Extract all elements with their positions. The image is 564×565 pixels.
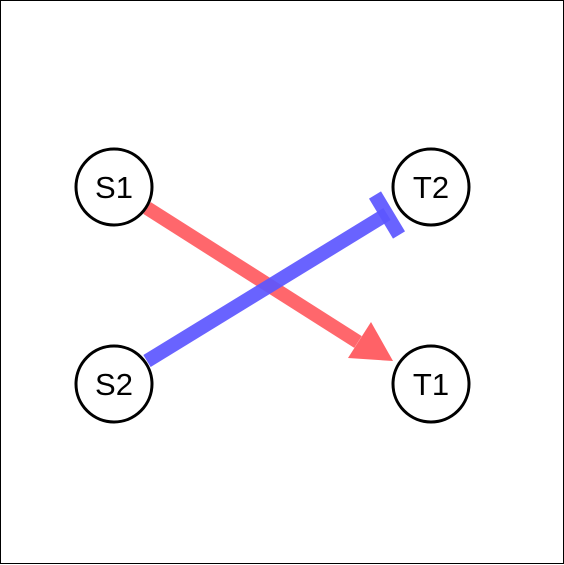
- node-t2-label: T2: [413, 170, 449, 205]
- node-s1-circle: [74, 147, 154, 227]
- node-s1-label: S1: [95, 170, 133, 205]
- node-s2[interactable]: S2: [74, 344, 154, 424]
- node-t1-label: T1: [413, 367, 449, 402]
- node-t1[interactable]: T1: [391, 344, 471, 424]
- edge-s1-t1-line: [143, 202, 362, 348]
- node-s2-label: S2: [95, 367, 133, 402]
- edge-s2-t2: [143, 191, 406, 367]
- node-t2-circle: [391, 147, 471, 227]
- edge-s1-t1: [143, 202, 393, 361]
- node-s1[interactable]: S1: [74, 147, 154, 227]
- node-t2[interactable]: T2: [391, 147, 471, 227]
- node-s2-circle: [74, 344, 154, 424]
- arrowhead-icon: [348, 322, 393, 361]
- inhibition-bar-icon: [368, 191, 406, 239]
- node-t1-circle: [391, 344, 471, 424]
- edge-s2-t2-line: [143, 208, 391, 367]
